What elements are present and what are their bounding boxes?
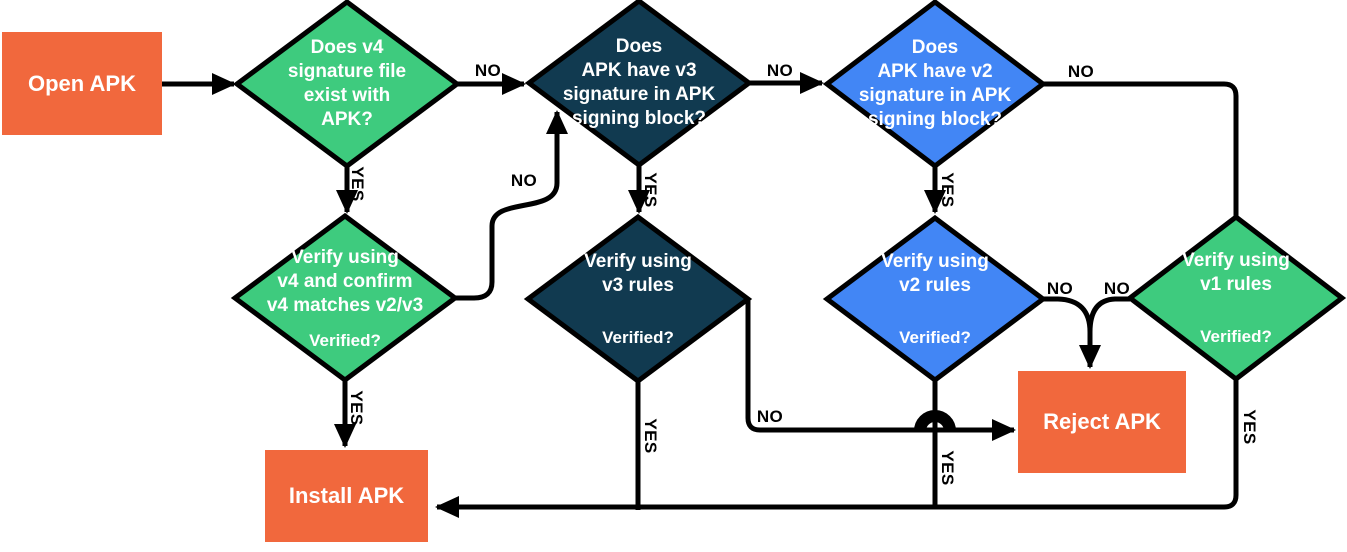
decision-v4-exists-shape xyxy=(232,0,462,170)
edge-verifyv4-no-to-v3block xyxy=(455,110,568,301)
node-install-apk-shape xyxy=(265,450,428,542)
node-open-apk-shape xyxy=(2,32,162,135)
edge-verifyv1-yes-to-install xyxy=(435,379,1239,518)
decision-verify-v4-shape xyxy=(230,212,460,384)
edge-verifyv2-no-to-reject xyxy=(1043,296,1101,369)
edge-v2block-no-to-verifyv1 xyxy=(1043,81,1239,219)
line-hop-bridge xyxy=(914,410,956,432)
decision-v3-block-shape xyxy=(524,0,754,169)
decision-v2-block-shape xyxy=(822,0,1048,170)
decision-verify-v1-shape xyxy=(1125,213,1347,383)
node-reject-apk-shape xyxy=(1018,371,1186,473)
decision-verify-v3-shape xyxy=(523,213,753,385)
decision-verify-v2-shape xyxy=(822,214,1048,384)
edge-verifyv1-no-to-reject xyxy=(1087,296,1130,333)
edge-verifyv3-no-to-reject xyxy=(745,299,1016,441)
